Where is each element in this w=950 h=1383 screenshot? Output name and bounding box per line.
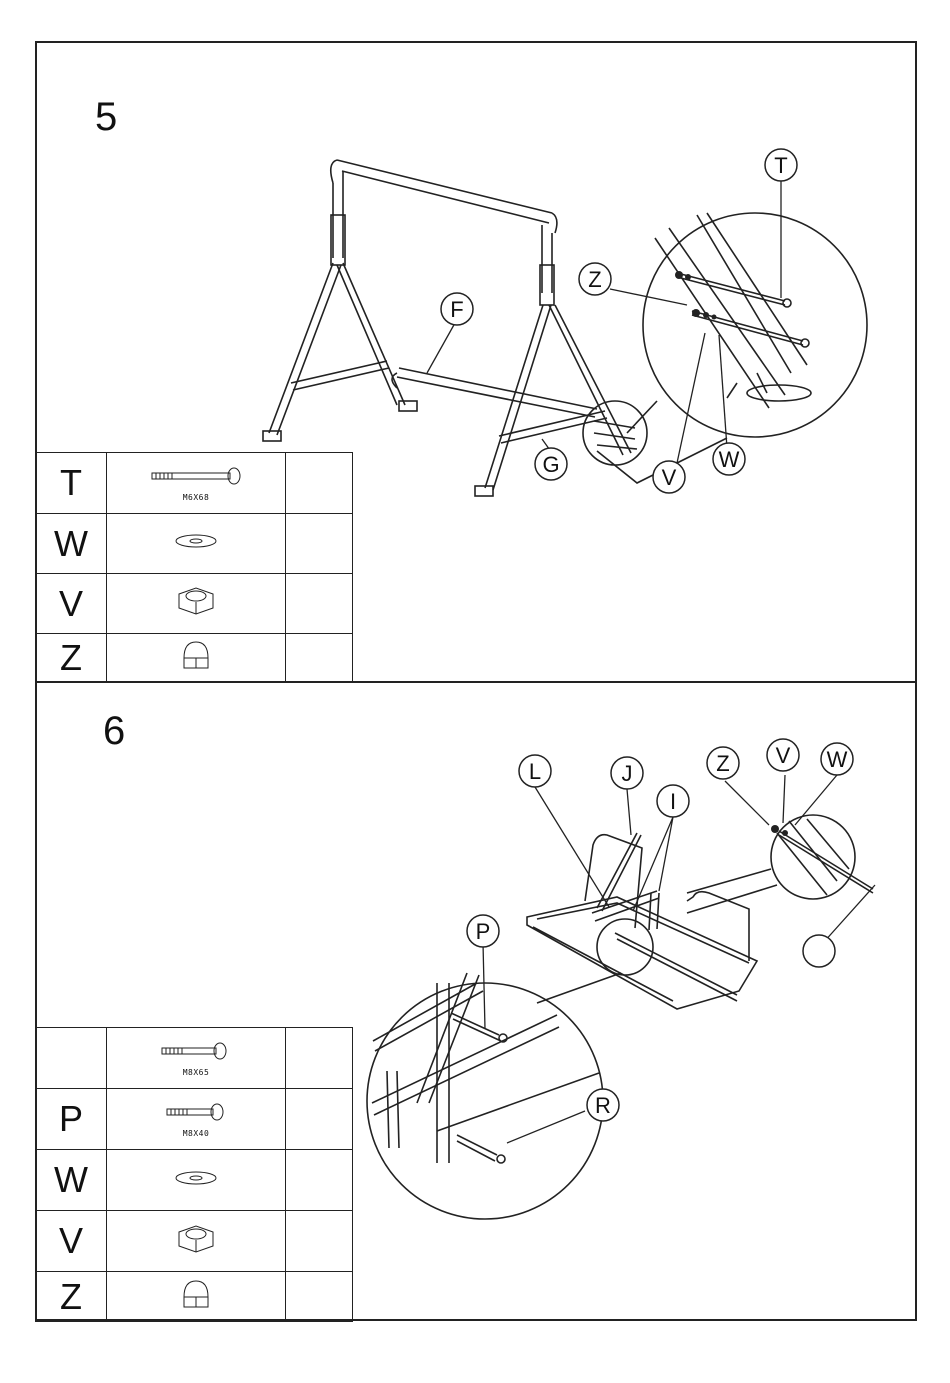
part-qty [286, 453, 353, 514]
callout-g: G [542, 452, 559, 477]
parts-row: W [36, 514, 353, 574]
part-qty [286, 1150, 353, 1211]
bolt-icon [156, 1040, 236, 1062]
part-size: M8X65 [107, 1068, 285, 1077]
parts-row: M8X65 [36, 1028, 353, 1089]
hex-nut-icon [171, 1222, 221, 1256]
part-size: M6X68 [107, 493, 285, 502]
part-qty [286, 1028, 353, 1089]
bolt-icon [161, 1101, 231, 1123]
parts-row: T M6X68 [36, 453, 353, 514]
step-6-panel: 6 [35, 681, 917, 1321]
part-letter: P [36, 1089, 107, 1150]
washer-icon [171, 1168, 221, 1188]
callout-z: Z [588, 267, 601, 292]
part-size: M8X40 [107, 1129, 285, 1138]
parts-row: Z [36, 1272, 353, 1322]
part-letter: W [36, 514, 107, 574]
part-qty [286, 514, 353, 574]
part-letter: Z [36, 634, 107, 682]
callout-v: V [662, 465, 677, 490]
callout-l: L [529, 759, 541, 784]
part-letter: W [36, 1150, 107, 1211]
part-letter [36, 1028, 107, 1089]
cap-nut-icon [176, 1277, 216, 1311]
part-qty [286, 634, 353, 682]
part-qty [286, 1211, 353, 1272]
parts-row: V [36, 574, 353, 634]
cap-nut-icon [176, 638, 216, 672]
part-letter: V [36, 574, 107, 634]
callout-r: R [595, 1093, 611, 1118]
part-qty [286, 1272, 353, 1322]
callout-f: F [450, 297, 463, 322]
callout-t: T [774, 153, 787, 178]
parts-row: V [36, 1211, 353, 1272]
parts-row: P M8X40 [36, 1089, 353, 1150]
part-qty [286, 574, 353, 634]
step-5-panel: 5 [35, 41, 917, 683]
part-qty [286, 1089, 353, 1150]
callout-w: W [827, 747, 848, 772]
hex-nut-icon [171, 584, 221, 618]
washer-icon [171, 531, 221, 551]
parts-table: M8X65 P M8X40 W V Z [35, 1027, 353, 1322]
callout-w: W [719, 447, 740, 472]
parts-table: T M6X68 W V Z [35, 452, 353, 682]
callout-v: V [776, 743, 791, 768]
callout-i: I [670, 789, 676, 814]
part-letter: Z [36, 1272, 107, 1322]
parts-row: W [36, 1150, 353, 1211]
parts-row: Z [36, 634, 353, 682]
callout-j: J [622, 761, 633, 786]
callout-z: Z [716, 751, 729, 776]
callout-p: P [476, 919, 491, 944]
part-letter: T [36, 453, 107, 514]
bolt-icon [146, 465, 246, 487]
part-letter: V [36, 1211, 107, 1272]
